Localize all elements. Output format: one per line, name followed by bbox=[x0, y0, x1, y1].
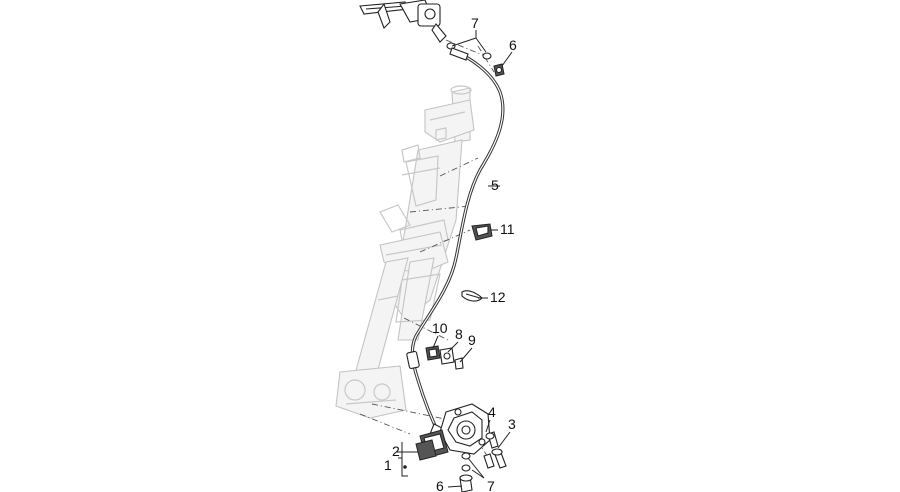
callout-2: 2 bbox=[392, 443, 400, 459]
callout-3: 3 bbox=[508, 416, 516, 432]
callout-7-lower: 7 bbox=[487, 478, 495, 492]
lower-banjo-fittings bbox=[459, 452, 473, 492]
callout-9: 9 bbox=[468, 332, 476, 348]
hose-clamp-parts bbox=[425, 345, 464, 370]
callout-12: 12 bbox=[490, 289, 506, 305]
callout-7-upper: 7 bbox=[471, 15, 479, 31]
callout-6-lower: 6 bbox=[436, 478, 444, 492]
cable-tie bbox=[461, 290, 483, 302]
callout-10: 10 bbox=[432, 320, 448, 336]
callout-4: 4 bbox=[488, 404, 496, 420]
leader-lines bbox=[396, 30, 513, 488]
callout-labels: 7 6 5 11 12 10 8 9 4 3 2 1 6 7 bbox=[384, 15, 517, 492]
hose-guide-clip bbox=[471, 223, 493, 241]
callout-11: 11 bbox=[500, 221, 515, 237]
brake-master-cylinder bbox=[359, 0, 447, 43]
brake-pads bbox=[415, 429, 449, 461]
brake-caliper bbox=[439, 403, 491, 455]
callout-5: 5 bbox=[491, 177, 499, 193]
callout-1: 1 bbox=[384, 457, 392, 473]
fork-ghost-outline bbox=[335, 85, 475, 419]
upper-banjo-fittings bbox=[446, 42, 505, 77]
caliper-bolts bbox=[483, 431, 507, 469]
callout-8: 8 bbox=[455, 326, 463, 342]
callout-6-upper: 6 bbox=[509, 37, 517, 53]
